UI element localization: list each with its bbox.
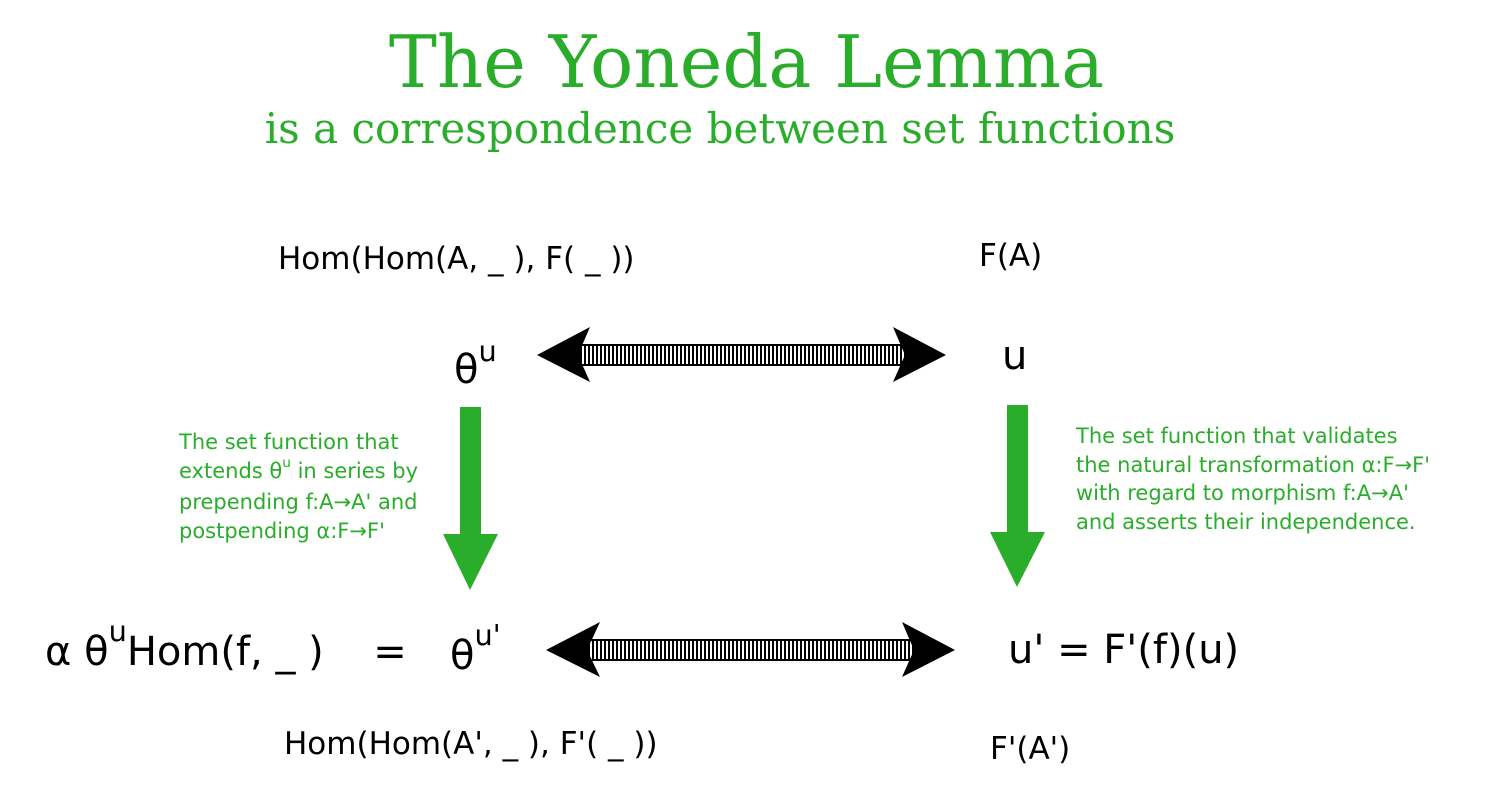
theta-symbol: θ xyxy=(454,347,479,393)
alpha-theta: α θ xyxy=(45,629,109,675)
diagram-subtitle: is a correspondence between set function… xyxy=(264,104,1176,153)
green-arrow-right-shaft xyxy=(1007,405,1028,537)
note-left-line1: The set function that xyxy=(179,430,399,454)
theta-superscript: u xyxy=(478,334,497,369)
double-arrow-top-left-head xyxy=(537,327,590,382)
element-theta-u: θu xyxy=(454,337,497,393)
note-left-line2: extends θu in series by xyxy=(179,455,419,483)
green-arrow-left-head xyxy=(443,534,498,590)
set-label-bottom-left: Hom(Hom(A', _ ), F'( _ )) xyxy=(284,726,658,762)
double-arrow-bottom-shaft xyxy=(589,641,912,659)
theta-prime-symbol: θ xyxy=(450,633,475,679)
note-right-line4: and asserts their independence. xyxy=(1076,509,1416,534)
double-arrow-bottom-left-head xyxy=(546,622,600,677)
set-label-top-right: F(A) xyxy=(979,238,1043,274)
set-label-top-left: Hom(Hom(A, _ ), F( _ )) xyxy=(278,241,635,277)
green-arrow-left xyxy=(443,407,498,590)
green-arrow-left-shaft xyxy=(460,407,481,539)
double-arrow-top xyxy=(537,327,946,382)
element-u-prime: u' = F'(f)(u) xyxy=(1008,627,1240,673)
hom-f: Hom(f, _ ) xyxy=(126,629,324,675)
double-arrow-bottom-right-head xyxy=(902,622,955,677)
green-arrow-right xyxy=(990,405,1045,587)
double-arrow-bottom xyxy=(546,622,955,677)
note-left-line3: prepending f:A→A' and xyxy=(179,490,418,514)
note-left: The set function that extends θu in seri… xyxy=(179,428,459,545)
note-right-line1: The set function that validates xyxy=(1076,424,1398,448)
diagram-title: The Yoneda Lemma xyxy=(388,20,1105,104)
green-arrow-right-head xyxy=(990,532,1045,587)
note-left-line4: postpending α:F→F' xyxy=(179,518,385,543)
set-label-bottom-right: F'(A') xyxy=(990,731,1071,767)
note-right-line2: the natural transformation α:F→F' xyxy=(1076,452,1431,477)
double-arrow-top-shaft xyxy=(580,346,904,364)
note-left-superscript: u xyxy=(282,455,291,472)
element-alpha-composition: α θuHom(f, _ ) = xyxy=(45,616,407,675)
alpha-theta-superscript: u xyxy=(108,613,127,648)
double-arrow-top-right-head xyxy=(893,327,946,382)
element-theta-u-prime: θu' xyxy=(450,620,501,679)
element-u: u xyxy=(1002,333,1028,379)
equals-sign: = xyxy=(373,629,407,675)
theta-prime-superscript: u' xyxy=(474,617,501,652)
note-right-line3: with regard to morphism f:A→A' xyxy=(1076,481,1409,505)
note-right: The set function that validates the natu… xyxy=(1076,422,1476,536)
